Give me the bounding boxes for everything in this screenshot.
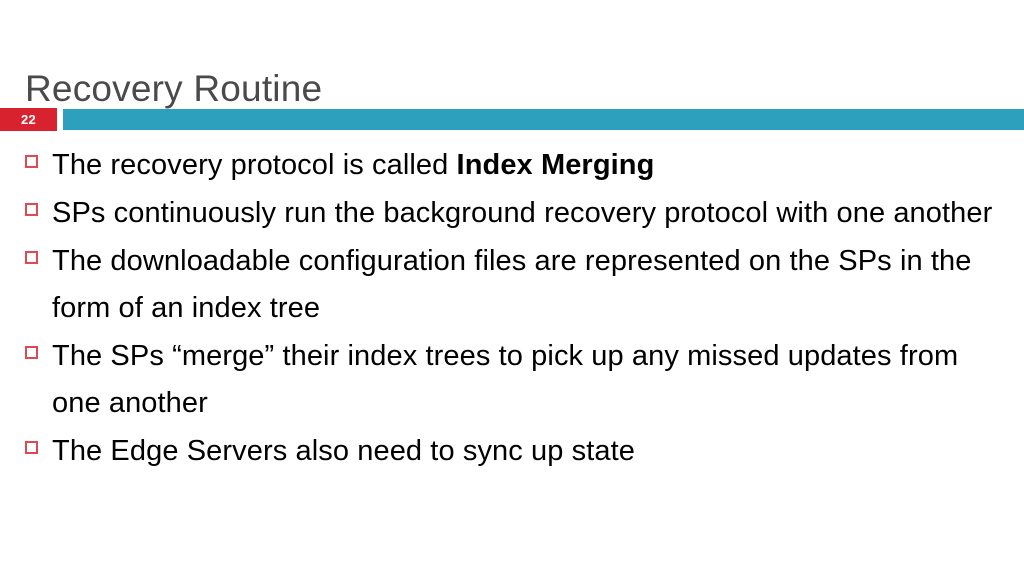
slide-number-badge: 22 bbox=[0, 108, 57, 131]
hollow-square-bullet-icon bbox=[25, 441, 38, 454]
list-item-text: The SPs “merge” their index trees to pic… bbox=[52, 340, 959, 419]
page-title: Recovery Routine bbox=[25, 67, 323, 109]
list-item-text: The downloadable configuration files are… bbox=[52, 245, 972, 324]
hollow-square-bullet-icon bbox=[25, 346, 38, 359]
list-item: The Edge Servers also need to sync up st… bbox=[0, 428, 1024, 475]
list-item-text-segment: The recovery protocol is called bbox=[52, 149, 457, 181]
header-divider: 22 bbox=[0, 108, 1024, 131]
list-item: SPs continuously run the background reco… bbox=[0, 190, 1024, 237]
hollow-square-bullet-icon bbox=[25, 203, 38, 216]
header-accent-bar bbox=[63, 109, 1024, 130]
list-item-text: The Edge Servers also need to sync up st… bbox=[52, 435, 636, 467]
list-item: The SPs “merge” their index trees to pic… bbox=[0, 333, 1024, 427]
bullet-list: The recovery protocol is called Index Me… bbox=[0, 142, 1024, 476]
hollow-square-bullet-icon bbox=[25, 251, 38, 264]
list-item-text: The recovery protocol is called Index Me… bbox=[52, 142, 1012, 189]
list-item-text: SPs continuously run the background reco… bbox=[52, 197, 993, 229]
list-item: The recovery protocol is called Index Me… bbox=[0, 142, 1024, 189]
slide-number-label: 22 bbox=[20, 112, 37, 127]
hollow-square-bullet-icon bbox=[25, 155, 38, 168]
list-item-text-emphasis: Index Merging bbox=[456, 149, 655, 181]
list-item: The downloadable configuration files are… bbox=[0, 238, 1024, 332]
